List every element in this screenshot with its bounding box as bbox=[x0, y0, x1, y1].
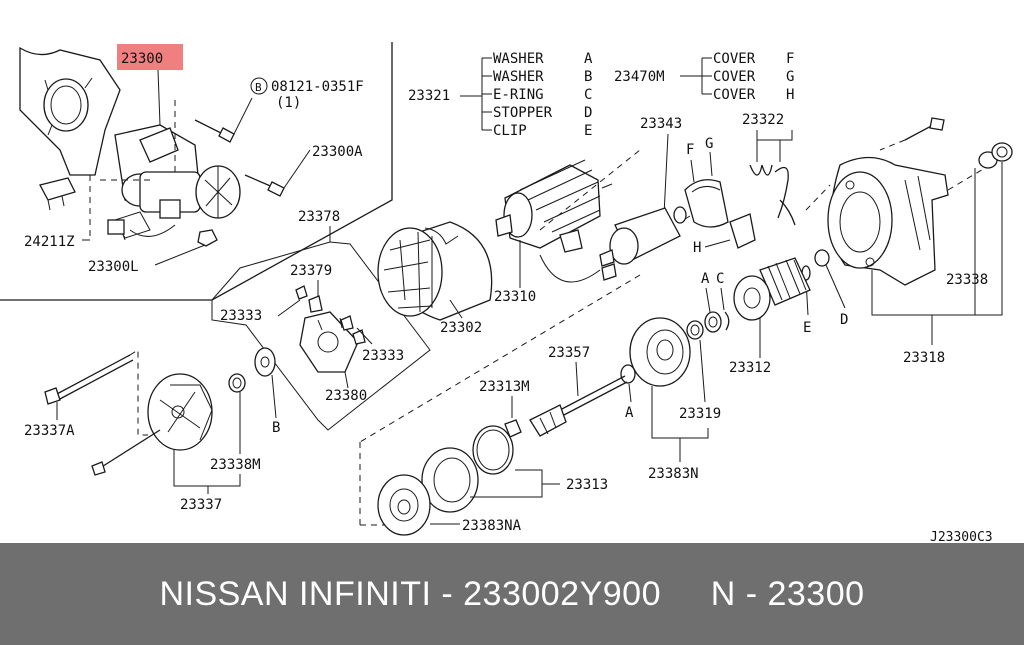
cover-23383NA-drawing bbox=[377, 474, 431, 536]
clips-23322-drawing bbox=[749, 164, 796, 226]
badge-b-icon bbox=[250, 77, 268, 95]
rings-23313-drawing bbox=[421, 425, 514, 513]
cover-fg-drawing bbox=[684, 179, 729, 228]
washer-b-drawing bbox=[254, 347, 276, 377]
washer-a-c-drawing bbox=[704, 311, 730, 333]
shaft-23357-drawing bbox=[529, 375, 628, 437]
item-cover-h[interactable]: COVER bbox=[713, 87, 756, 103]
stopper-d-drawing bbox=[814, 249, 830, 267]
small-bolt-drawing bbox=[91, 429, 161, 476]
label-23300A[interactable]: 23300A bbox=[312, 144, 363, 160]
label-A-lower: A bbox=[625, 405, 634, 421]
label-23333-left[interactable]: 23333 bbox=[220, 308, 262, 324]
label-23312[interactable]: 23312 bbox=[729, 360, 771, 376]
group-23321-items: WASHER A WASHER B E-RING C STOPPER D CLI… bbox=[482, 51, 593, 139]
bushing-23338M-drawing bbox=[228, 373, 246, 393]
item-e-ring-c[interactable]: E-RING bbox=[493, 87, 544, 103]
label-G: G bbox=[705, 136, 713, 152]
through-bolt-23337A-drawing bbox=[44, 354, 134, 405]
item-cover-h-code: H bbox=[786, 87, 794, 103]
item-washer-b[interactable]: WASHER bbox=[493, 69, 544, 85]
solenoid-23343-drawing bbox=[539, 206, 691, 283]
label-23302[interactable]: 23302 bbox=[440, 320, 482, 336]
label-23337[interactable]: 23337 bbox=[180, 497, 222, 513]
item-stopper-d[interactable]: STOPPER bbox=[493, 105, 553, 121]
label-23318[interactable]: 23318 bbox=[903, 350, 945, 366]
label-A-upper: A bbox=[701, 271, 710, 287]
label-23357[interactable]: 23357 bbox=[548, 345, 590, 361]
label-23343[interactable]: 23343 bbox=[640, 116, 682, 132]
footer-bar: NISSAN INFINITI - 233002Y900 N - 23300 bbox=[0, 543, 1024, 645]
ring-23319-drawing bbox=[686, 320, 704, 340]
footer-title: NISSAN INFINITI - 233002Y900 N - 23300 bbox=[159, 574, 865, 613]
item-washer-a-code: A bbox=[584, 51, 593, 67]
item-cover-f[interactable]: COVER bbox=[713, 51, 756, 67]
item-cover-f-code: F bbox=[786, 51, 794, 67]
housing-23318-drawing bbox=[827, 156, 949, 286]
item-washer-a[interactable]: WASHER bbox=[493, 51, 544, 67]
item-washer-b-code: B bbox=[584, 69, 592, 85]
gear-23312-drawing bbox=[733, 257, 811, 321]
label-23300L[interactable]: 23300L bbox=[88, 259, 139, 275]
yoke-23302-drawing bbox=[377, 221, 493, 321]
diagram-ref-code: J23300C3 bbox=[930, 530, 993, 543]
starter-assembly-drawing bbox=[114, 124, 241, 239]
label-B: B bbox=[272, 420, 280, 436]
label-23338M[interactable]: 23338M bbox=[210, 457, 261, 473]
item-clip-e[interactable]: CLIP bbox=[493, 123, 527, 139]
label-H: H bbox=[693, 240, 701, 256]
washer-a-lower-drawing bbox=[620, 364, 636, 384]
end-frame-23337-drawing bbox=[147, 373, 213, 451]
highlight-23300 bbox=[117, 44, 183, 70]
clip-24211Z-drawing bbox=[39, 177, 76, 211]
label-23379[interactable]: 23379 bbox=[290, 263, 332, 279]
label-F: F bbox=[686, 142, 694, 158]
label-23383NA[interactable]: 23383NA bbox=[462, 518, 522, 534]
bushing-23338-drawing bbox=[978, 142, 1013, 169]
bolt-23300A-drawing bbox=[244, 149, 311, 197]
item-clip-e-code: E bbox=[584, 123, 592, 139]
badge-b-text: B bbox=[255, 81, 262, 94]
item-cover-g-code: G bbox=[786, 69, 794, 85]
cover-23383N-drawing bbox=[629, 317, 691, 387]
label-23322[interactable]: 23322 bbox=[742, 112, 784, 128]
engine-block-drawing bbox=[19, 46, 121, 176]
group-23470M-items: COVER F COVER G COVER H bbox=[702, 51, 794, 103]
label-23300[interactable]: 23300 bbox=[121, 51, 163, 67]
label-23310[interactable]: 23310 bbox=[494, 289, 536, 305]
label-23313M[interactable]: 23313M bbox=[479, 379, 530, 395]
label-23383N[interactable]: 23383N bbox=[648, 466, 699, 482]
label-23378[interactable]: 23378 bbox=[298, 209, 340, 225]
label-D: D bbox=[840, 312, 848, 328]
cover-h-drawing bbox=[729, 213, 756, 249]
label-qty: (1) bbox=[276, 95, 301, 111]
spring-23379-drawing bbox=[295, 285, 323, 313]
label-C: C bbox=[716, 271, 724, 287]
label-23319[interactable]: 23319 bbox=[679, 406, 721, 422]
bolt-upper-right-drawing bbox=[904, 117, 945, 141]
label-E: E bbox=[803, 320, 811, 336]
label-23338[interactable]: 23338 bbox=[946, 272, 988, 288]
item-e-ring-c-code: C bbox=[584, 87, 592, 103]
label-23333-right[interactable]: 23333 bbox=[362, 348, 404, 364]
item-cover-g[interactable]: COVER bbox=[713, 69, 756, 85]
label-23380[interactable]: 23380 bbox=[325, 388, 367, 404]
nut-23300L-drawing bbox=[107, 219, 218, 247]
nut-23313M-drawing bbox=[504, 419, 522, 438]
label-23321[interactable]: 23321 bbox=[408, 88, 450, 104]
armature-23310-drawing bbox=[495, 159, 613, 249]
label-23470M[interactable]: 23470M bbox=[614, 69, 665, 85]
starter-exploded-diagram: 23300 B 08121-0351F (1) 23300A 24211Z 23… bbox=[0, 42, 1013, 543]
bolt-b-drawing bbox=[194, 97, 253, 143]
label-08121-0351F[interactable]: 08121-0351F bbox=[271, 79, 364, 95]
label-23313[interactable]: 23313 bbox=[566, 477, 608, 493]
label-24211Z[interactable]: 24211Z bbox=[24, 234, 75, 250]
item-stopper-d-code: D bbox=[584, 105, 592, 121]
label-23337A[interactable]: 23337A bbox=[24, 423, 75, 439]
